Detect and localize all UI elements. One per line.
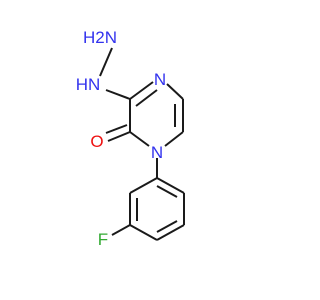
- bond-c2-o: [107, 131, 131, 142]
- bond-nh-c3: [105, 89, 131, 100]
- ring-n4-label: N: [154, 70, 166, 89]
- bond-ph-c1-c2: [129, 177, 158, 194]
- hydrazine-nh-label: HN: [76, 75, 101, 94]
- atom-labels: H2N HN N N O F: [76, 28, 166, 249]
- bond-ph-inner-c6-c1: [156, 185, 178, 198]
- bond-n1-c2: [129, 131, 150, 147]
- bond-ph-f: [111, 224, 131, 236]
- fluorine-label: F: [98, 230, 108, 249]
- bond-ph-c6-c1: [156, 177, 185, 194]
- bond-nh2-nh: [99, 47, 113, 77]
- bond-c2-o-second: [105, 124, 128, 134]
- bond-n4-c5: [166, 83, 184, 100]
- bond-ph-inner-c4-c5: [156, 220, 178, 233]
- bond-ph-c3-c4: [129, 224, 158, 241]
- chemical-structure: H2N HN N N O F: [76, 28, 185, 249]
- bond-c3-n4: [129, 81, 154, 100]
- bond-c3-n4-second: [135, 89, 158, 107]
- bond-c6-n1: [164, 131, 184, 147]
- bond-ph-c4-c5: [156, 224, 185, 241]
- bonds: [99, 47, 185, 241]
- hydrazine-terminal-n-label: H2N: [83, 28, 117, 47]
- carbonyl-o-label: O: [90, 132, 103, 151]
- ring-n1-label: N: [151, 143, 163, 162]
